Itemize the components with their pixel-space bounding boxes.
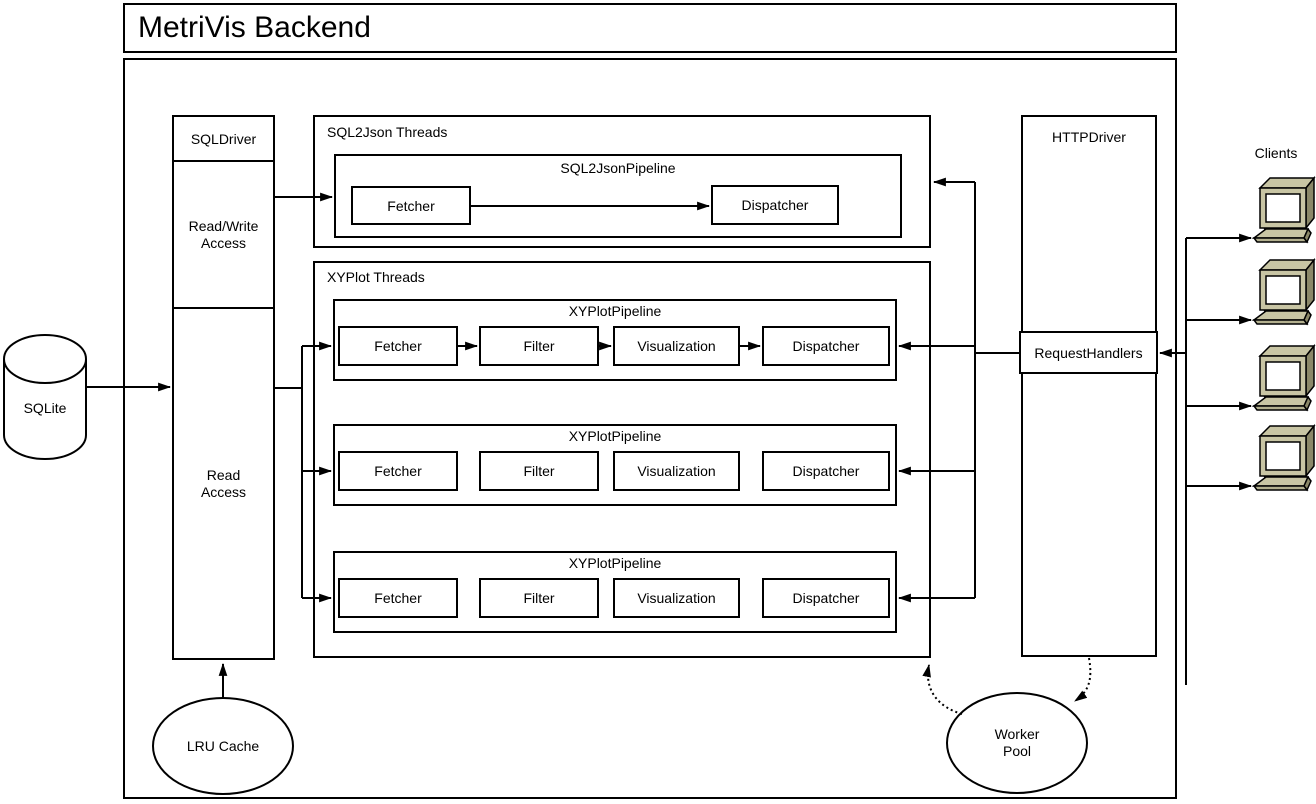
httpdriver-label: HTTPDriver (1052, 129, 1126, 145)
client-computer-icon (1253, 425, 1315, 491)
lru-cache-label: LRU Cache (186, 737, 260, 754)
pipeline-2-stage-dispatcher: Dispatcher (762, 451, 890, 491)
pipeline-2-stage-visualization: Visualization (613, 451, 740, 491)
sqldriver-readwrite-section: Read/Write Access (174, 162, 273, 309)
pipeline-1-stage-visualization: Visualization (613, 326, 740, 366)
sqldriver-node: SQLDriver Read/Write Access Read Access (172, 115, 275, 660)
pipeline-1-stage-fetcher: Fetcher (338, 326, 458, 366)
page-title: MetriVis Backend (138, 11, 371, 44)
sql2json-stage-fetcher: Fetcher (351, 186, 471, 225)
sql2json-pipeline-box (334, 154, 902, 238)
sql2json-threads-box (313, 115, 931, 248)
sql2json-threads-label: SQL2Json Threads (327, 124, 448, 140)
pipeline-3-stage-filter: Filter (479, 578, 599, 618)
diagram-title-box: MetriVis Backend (123, 3, 1177, 53)
database-cylinder-icon (3, 334, 87, 460)
xyplot-threads-label: XYPlot Threads (327, 269, 425, 285)
pipeline-3-stage-dispatcher: Dispatcher (762, 578, 890, 618)
sqldriver-read-section: Read Access (174, 309, 273, 658)
request-handlers-node: RequestHandlers (1019, 331, 1158, 374)
sqldriver-title: SQLDriver (174, 117, 273, 162)
httpdriver-node (1021, 115, 1157, 657)
xyplot-pipeline-1-label: XYPlotPipeline (568, 303, 662, 319)
readwrite-access-label: Read/Write Access (188, 217, 259, 251)
client-computer-icon (1253, 345, 1315, 411)
xyplot-threads-box (313, 261, 931, 658)
read-access-label: Read Access (200, 466, 247, 500)
pipeline-3-stage-visualization: Visualization (613, 578, 740, 618)
database-label: SQLite (23, 400, 67, 416)
xyplot-pipeline-1-box (333, 299, 897, 381)
clients-label: Clients (1254, 145, 1298, 161)
client-computer-icon (1253, 259, 1315, 325)
xyplot-pipeline-2-box (333, 424, 897, 506)
xyplot-pipeline-3-box (333, 551, 897, 633)
xyplot-pipeline-3-label: XYPlotPipeline (568, 555, 662, 571)
pipeline-1-stage-filter: Filter (479, 326, 599, 366)
sql2json-stage-dispatcher: Dispatcher (711, 185, 839, 225)
pipeline-2-stage-filter: Filter (479, 451, 599, 491)
backend-container-box (123, 58, 1177, 799)
sql2json-pipeline-label: SQL2JsonPipeline (560, 160, 676, 176)
worker-pool-label: Worker Pool (994, 726, 1040, 759)
pipeline-1-stage-dispatcher: Dispatcher (762, 326, 890, 366)
pipeline-3-stage-fetcher: Fetcher (338, 578, 458, 618)
client-computer-icon (1253, 177, 1315, 243)
xyplot-pipeline-2-label: XYPlotPipeline (568, 428, 662, 444)
pipeline-2-stage-fetcher: Fetcher (338, 451, 458, 491)
